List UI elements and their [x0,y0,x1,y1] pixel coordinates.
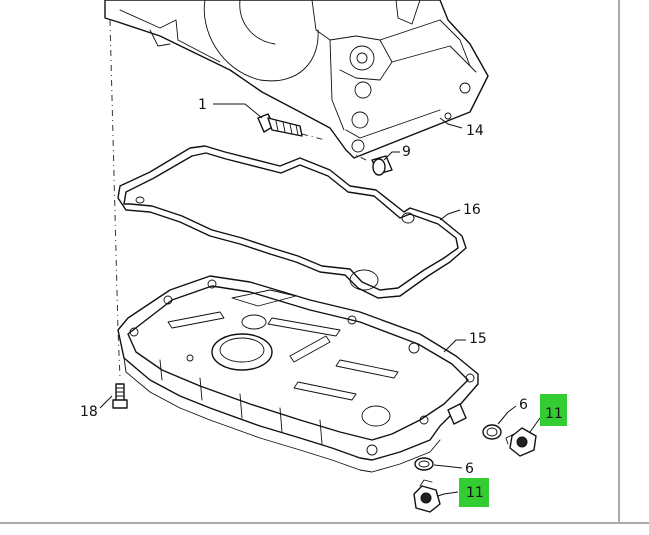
leader-15 [443,339,466,353]
drain-plug-part-11-right [505,427,537,457]
callout-label-16[interactable]: 16 [463,202,481,218]
leader-6b [433,464,463,469]
callout-label-1[interactable]: 1 [198,97,207,113]
leader-9 [383,151,400,161]
seal-washer-part-6-bottom [414,457,434,471]
drain-plug-part-11-bottom [413,479,441,513]
callout-label-11-right[interactable]: 11 [545,406,563,422]
callout-11a-highlight [540,394,567,426]
callout-11b-highlight [459,478,489,507]
oil-pan-part-15 [117,275,479,473]
callout-label-15[interactable]: 15 [469,331,487,347]
callout-label-14[interactable]: 14 [466,123,484,139]
alignment-line-pin [355,154,367,161]
seal-washer-part-6-right [482,424,502,440]
transmission-housing [104,0,489,159]
pan-bolt-part-18 [112,383,128,409]
gasket-part-16 [117,145,467,299]
callout-label-6-right[interactable]: 6 [519,397,528,413]
dowel-pin-part-9 [371,155,393,176]
leader-1 [213,103,263,119]
callout-label-11-bottom[interactable]: 11 [466,485,484,501]
leader-6a [497,405,517,425]
callout-label-9[interactable]: 9 [402,144,411,160]
leader-11b [437,491,459,497]
leader-11a [529,417,541,433]
leader-18 [99,395,113,409]
callout-label-6-bottom[interactable]: 6 [465,461,474,477]
bolt-part-1 [257,113,303,137]
leader-14 [439,117,463,129]
leader-16 [439,209,461,221]
alignment-line-bolt [301,133,326,141]
callout-label-18[interactable]: 18 [80,404,98,420]
